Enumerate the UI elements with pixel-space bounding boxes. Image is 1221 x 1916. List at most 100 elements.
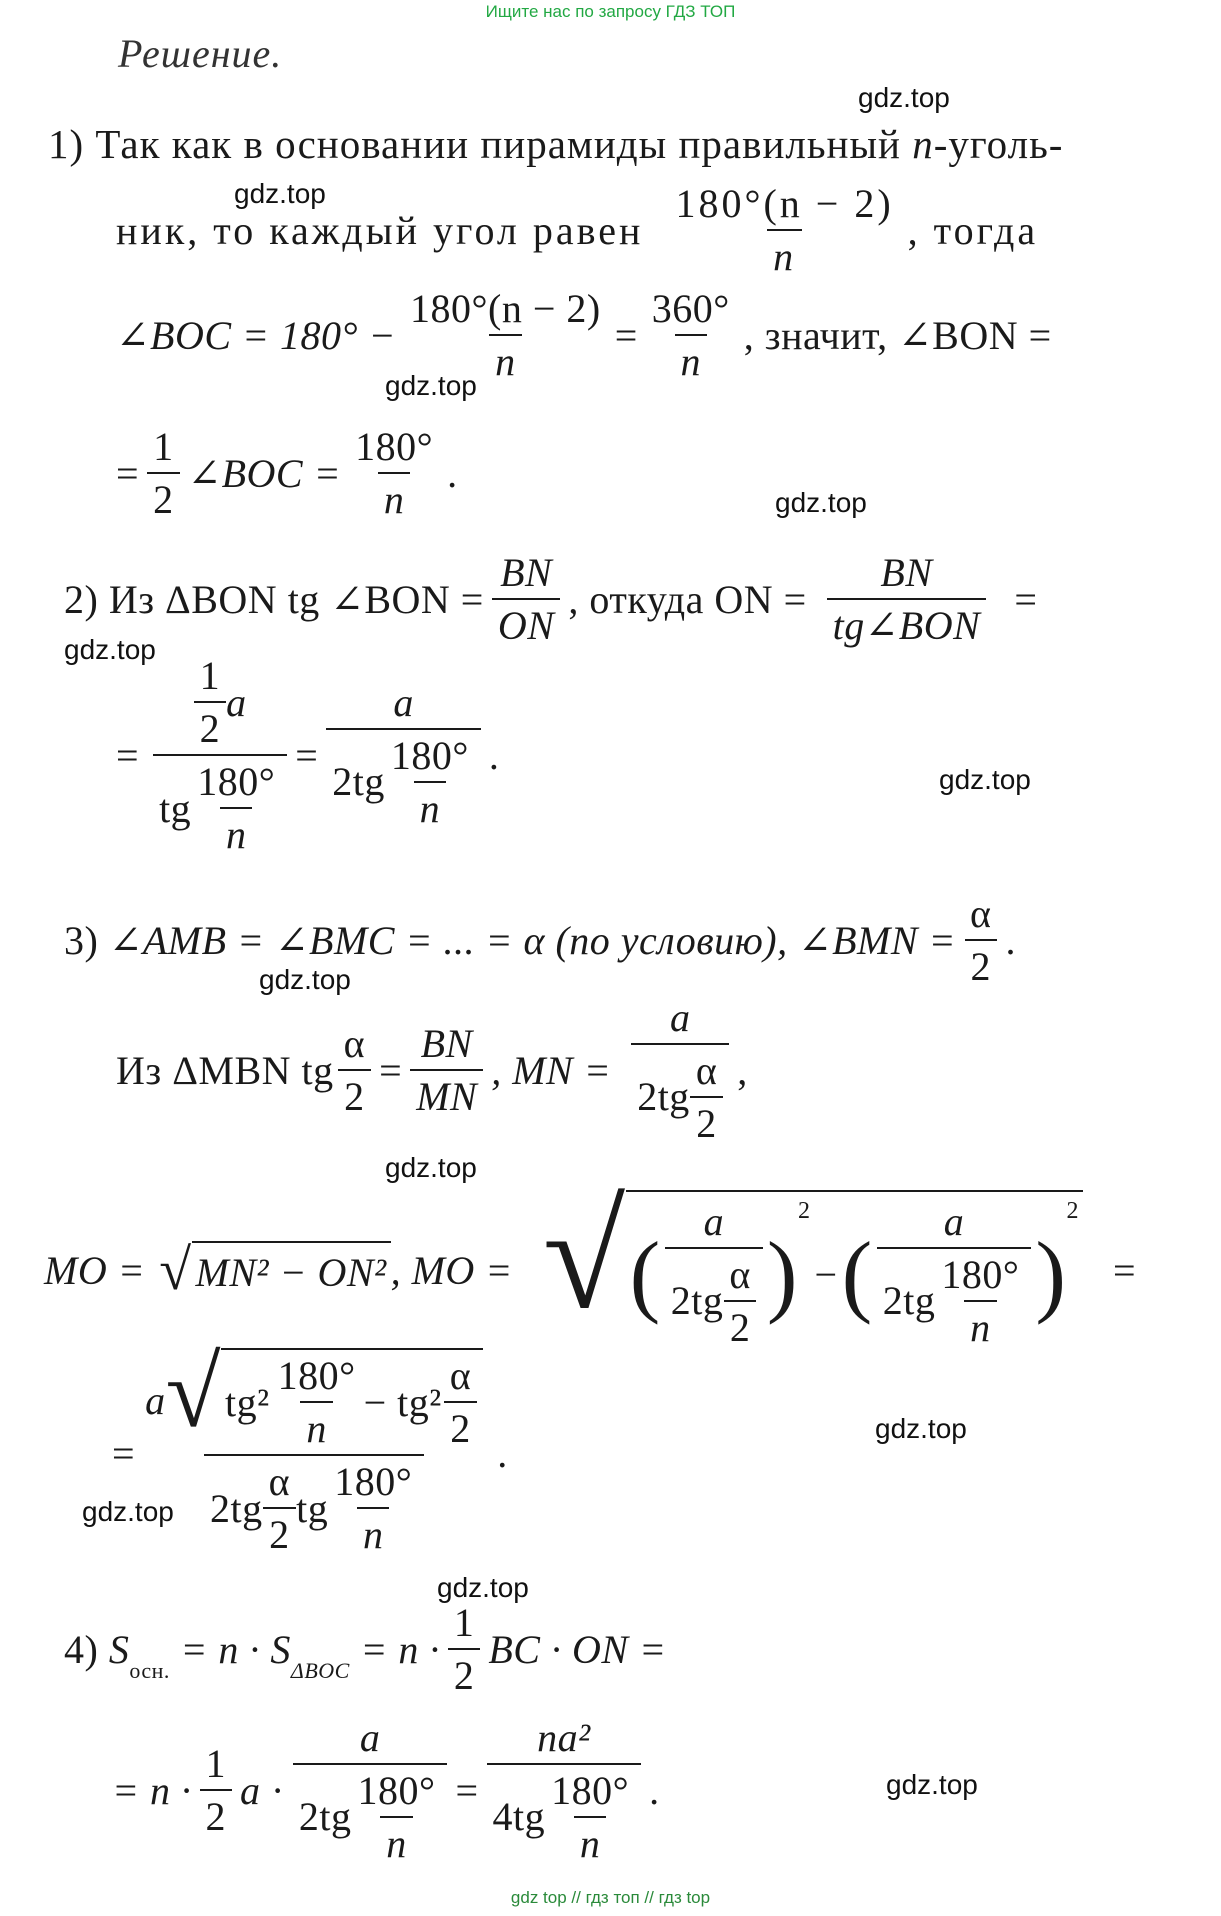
text: ∠BOC = bbox=[187, 450, 342, 496]
tg: tg bbox=[296, 1485, 329, 1531]
denominator: 2 bbox=[444, 1401, 477, 1452]
exponent: 2 bbox=[1066, 1197, 1079, 1224]
numerator: a √ tg² 180° n − tg² α 2 bbox=[139, 1343, 489, 1454]
denominator: n bbox=[219, 807, 253, 858]
watermark: gdz.top bbox=[259, 964, 351, 995]
numerator: 1 bbox=[199, 653, 221, 698]
denominator: 2 bbox=[263, 1507, 296, 1558]
numerator: BN bbox=[420, 1021, 473, 1066]
denominator: 2tg α 2 tg 180° n bbox=[204, 1454, 425, 1558]
fraction-complex: a 2tg 180° n bbox=[876, 1198, 1032, 1351]
denominator: tg∠BON bbox=[826, 598, 987, 649]
numerator: 1 bbox=[153, 424, 174, 469]
fraction-complex: a 2tg α 2 bbox=[631, 994, 730, 1147]
numerator: 180° bbox=[355, 424, 434, 469]
period: . bbox=[488, 732, 500, 778]
text: -уголь- bbox=[933, 121, 1064, 167]
fraction-complex: a 2tg 180° n bbox=[326, 679, 481, 832]
denominator: n bbox=[377, 472, 411, 523]
fraction-complex: a √ tg² 180° n − tg² α 2 bbox=[139, 1343, 489, 1558]
sqrt-large: √ ( a 2tg α 2 )2 − ( a 2tg bbox=[542, 1173, 1083, 1351]
four-tg: 4tg bbox=[492, 1794, 546, 1839]
fraction: BN ON bbox=[491, 549, 561, 649]
boc-lhs: ∠BOC = 180° − bbox=[116, 312, 396, 358]
subscript: осн. bbox=[129, 1658, 170, 1683]
denominator: 2tg 180° n bbox=[292, 1762, 448, 1867]
watermark: gdz.top bbox=[437, 1572, 529, 1603]
numerator: 180° bbox=[551, 1767, 630, 1813]
fraction: BN tg∠BON bbox=[826, 549, 987, 649]
fraction: α 2 bbox=[263, 1458, 296, 1558]
watermark: gdz.top bbox=[775, 487, 867, 518]
denominator: 2tg α 2 bbox=[631, 1042, 730, 1147]
step1-line3: ∠BOC = 180° − 180°(n − 2) n = 360° n , з… bbox=[116, 280, 1052, 390]
text: Так как в основании пирамиды правильный bbox=[95, 121, 901, 167]
equals: = bbox=[455, 1767, 479, 1813]
step1-line2: ник, то каждый угол равен 180°(n − 2) n … bbox=[116, 180, 1038, 280]
two-tg: 2tg bbox=[298, 1794, 352, 1839]
footer-links[interactable]: gdz top // гдз топ // гдз top bbox=[510, 1888, 711, 1907]
watermark: gdz.top bbox=[385, 1152, 477, 1183]
fraction: 180° n bbox=[272, 1352, 362, 1452]
denominator: 4tg 180° n bbox=[486, 1762, 642, 1867]
equals: = bbox=[112, 1430, 136, 1476]
numerator: 1 bbox=[205, 1741, 226, 1786]
numerator: 1 2 a bbox=[188, 652, 253, 754]
text: , значит, ∠BON = bbox=[743, 312, 1052, 358]
numerator: a bbox=[393, 679, 414, 725]
watermark: gdz.top bbox=[385, 370, 477, 401]
denominator: n bbox=[674, 334, 708, 385]
numerator: a bbox=[703, 1198, 725, 1244]
text: Из ΔMBN tg bbox=[116, 1047, 334, 1093]
numerator: α bbox=[729, 1251, 751, 1297]
step1-line4: = 1 2 ∠BOC = 180° n . bbox=[116, 424, 458, 523]
denominator: 2 bbox=[723, 1299, 757, 1351]
text: ник, то каждый угол равен bbox=[116, 207, 644, 253]
denominator: 2 bbox=[690, 1095, 723, 1147]
text: , MN = bbox=[491, 1047, 612, 1093]
step1-line1: 1) Так как в основании пирамиды правильн… bbox=[48, 120, 1063, 168]
var-a: a bbox=[240, 1767, 261, 1813]
fraction: 180°(n − 2) n bbox=[404, 285, 607, 385]
minus: − bbox=[363, 1379, 387, 1425]
numerator: 180° bbox=[357, 1767, 436, 1813]
var-n: n bbox=[912, 121, 934, 167]
numerator: α bbox=[970, 891, 992, 936]
fraction: α 2 bbox=[723, 1251, 757, 1351]
denominator: 2 bbox=[447, 1648, 481, 1699]
top-banner[interactable]: Ищите нас по запросу ГДЗ ТОП bbox=[485, 2, 736, 21]
fraction-complex: a 2tg α 2 bbox=[664, 1198, 763, 1351]
two-tg: 2tg bbox=[882, 1278, 936, 1323]
denominator: n bbox=[380, 1815, 413, 1867]
step3-line4: = a √ tg² 180° n − tg² α 2 bbox=[112, 1337, 508, 1558]
text: , откуда ON = bbox=[568, 576, 807, 622]
step4-line2: = n · 1 2 a · a 2tg 180° n = na² 4tg 180… bbox=[112, 1714, 660, 1867]
numerator: α bbox=[343, 1021, 366, 1066]
text: , тогда bbox=[907, 207, 1039, 253]
denominator: 2 bbox=[338, 1069, 371, 1120]
subscript: ΔBOC bbox=[290, 1658, 350, 1683]
equals: = bbox=[295, 732, 319, 778]
fraction: 180° n bbox=[351, 1767, 441, 1867]
denominator: 2tg 180° n bbox=[876, 1246, 1032, 1351]
fraction: α 2 bbox=[338, 1020, 371, 1120]
tg-squared: tg² bbox=[397, 1379, 442, 1425]
exponent: 2 bbox=[798, 1197, 811, 1224]
text: ∠AMB = ∠BMC = ... = α (по условию), ∠BMN… bbox=[108, 917, 957, 963]
numerator: α bbox=[695, 1047, 718, 1093]
watermark: gdz.top bbox=[64, 634, 156, 665]
fraction: α 2 bbox=[964, 890, 998, 990]
text: MO = bbox=[44, 1247, 146, 1293]
denominator: 2 bbox=[199, 1789, 232, 1840]
step2-line1: 2) Из ΔBON tg ∠BON = BN ON , откуда ON =… bbox=[64, 544, 1037, 654]
numerator: BN bbox=[880, 550, 933, 595]
numerator: 180°(n − 2) bbox=[410, 286, 601, 331]
watermark: gdz.top bbox=[886, 1769, 978, 1800]
minus: − bbox=[814, 1251, 838, 1297]
text: = n · bbox=[360, 1626, 440, 1672]
radical-sign: √ bbox=[542, 1173, 626, 1340]
denominator: 2 bbox=[964, 939, 998, 990]
denominator: 2tg α 2 bbox=[664, 1246, 763, 1351]
equals: = bbox=[1112, 1247, 1137, 1293]
paren: ) bbox=[1035, 1223, 1067, 1325]
